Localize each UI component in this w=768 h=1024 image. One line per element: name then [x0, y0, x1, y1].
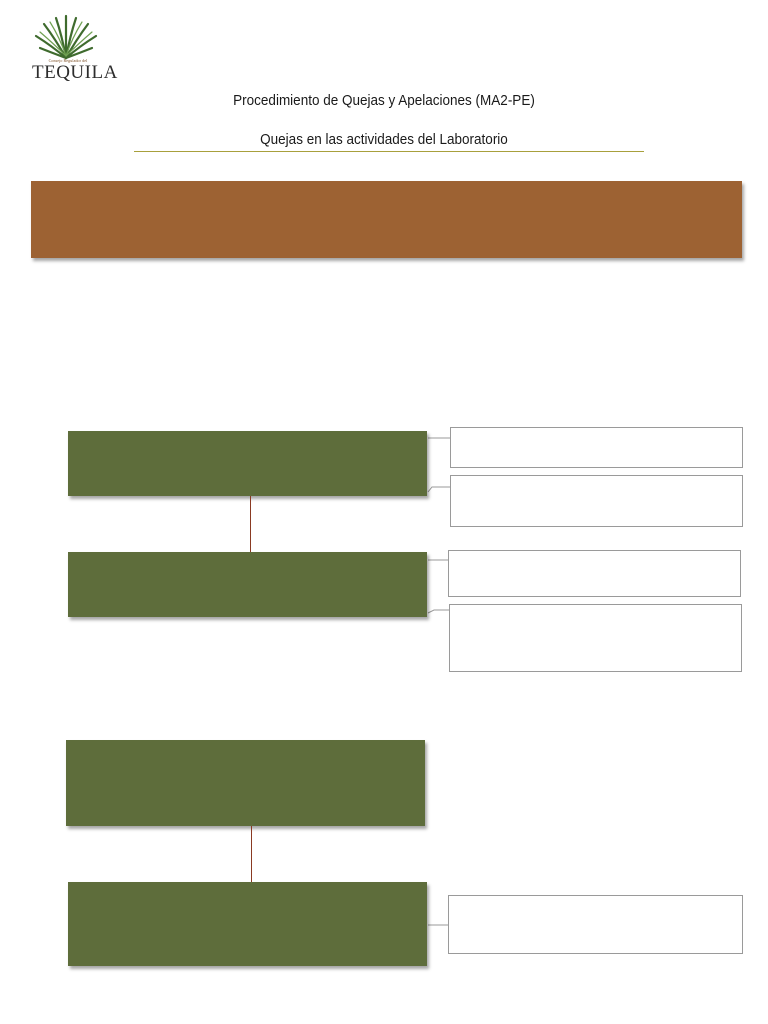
flow-step-1-note-1	[450, 427, 743, 468]
flow-step-1-note-2	[450, 475, 743, 527]
connector-step1-note2	[427, 486, 450, 493]
flow-connector-1-2	[250, 496, 251, 552]
document-title: Procedimiento de Quejas y Apelaciones (M…	[233, 92, 535, 109]
flow-connector-3-4	[251, 826, 252, 882]
logo-wordmark: TEQUILA	[32, 62, 118, 83]
flow-step-4-note-1	[448, 895, 743, 954]
flow-step-2-note-2	[449, 604, 742, 672]
connector-step2-note2	[427, 609, 449, 614]
flow-step-1	[68, 431, 427, 496]
flowchart-banner	[31, 181, 742, 258]
flow-step-4	[68, 882, 427, 966]
logo: Consejo Regulador del TEQUILA	[26, 12, 118, 84]
agave-icon	[34, 14, 98, 60]
flow-step-2	[68, 552, 427, 617]
flow-step-2-note-1	[448, 550, 741, 597]
document-subtitle: Quejas en las actividades del Laboratori…	[260, 131, 508, 148]
logo-caption: Consejo Regulador del	[48, 58, 88, 63]
title-underline	[134, 151, 644, 152]
flow-step-3	[66, 740, 425, 826]
